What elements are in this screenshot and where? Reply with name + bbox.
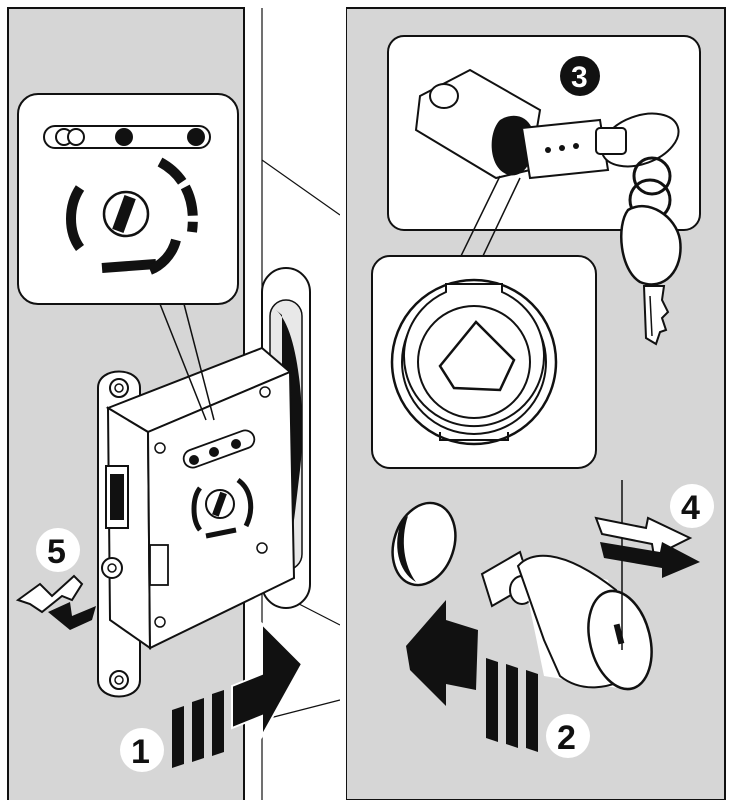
step5-badge (36, 528, 80, 572)
left-panel: 5 1 (7, 7, 344, 800)
cylinder-cap-icon (391, 501, 457, 587)
step5-label: 5 (47, 533, 66, 571)
key-icon (595, 112, 680, 196)
step3-badge (560, 56, 600, 96)
spare-key-icon (620, 178, 682, 346)
insert-arrow-icon (594, 516, 700, 578)
push-arrow-icon (406, 600, 538, 752)
lock-face-callout (17, 93, 239, 305)
step3-label: 3 (571, 61, 588, 94)
step4-label: 4 (681, 489, 700, 527)
panel-gap (340, 0, 346, 800)
step4-badge (670, 484, 714, 528)
step1-badge (120, 728, 164, 772)
step1-label: 1 (131, 733, 150, 771)
step2-badge (546, 714, 590, 758)
press-arrow-icon (172, 621, 304, 768)
mortise-lock-icon (97, 303, 296, 698)
cylinder-key-callout: 3 (387, 35, 701, 231)
step2-label: 2 (557, 719, 576, 757)
cylinder-assembly (480, 480, 653, 691)
cylinder-face-callout (371, 255, 597, 469)
rotate-arrow-icon (15, 574, 96, 630)
right-panel: 3 (345, 7, 726, 800)
lock-cylinder-icon (414, 68, 610, 180)
